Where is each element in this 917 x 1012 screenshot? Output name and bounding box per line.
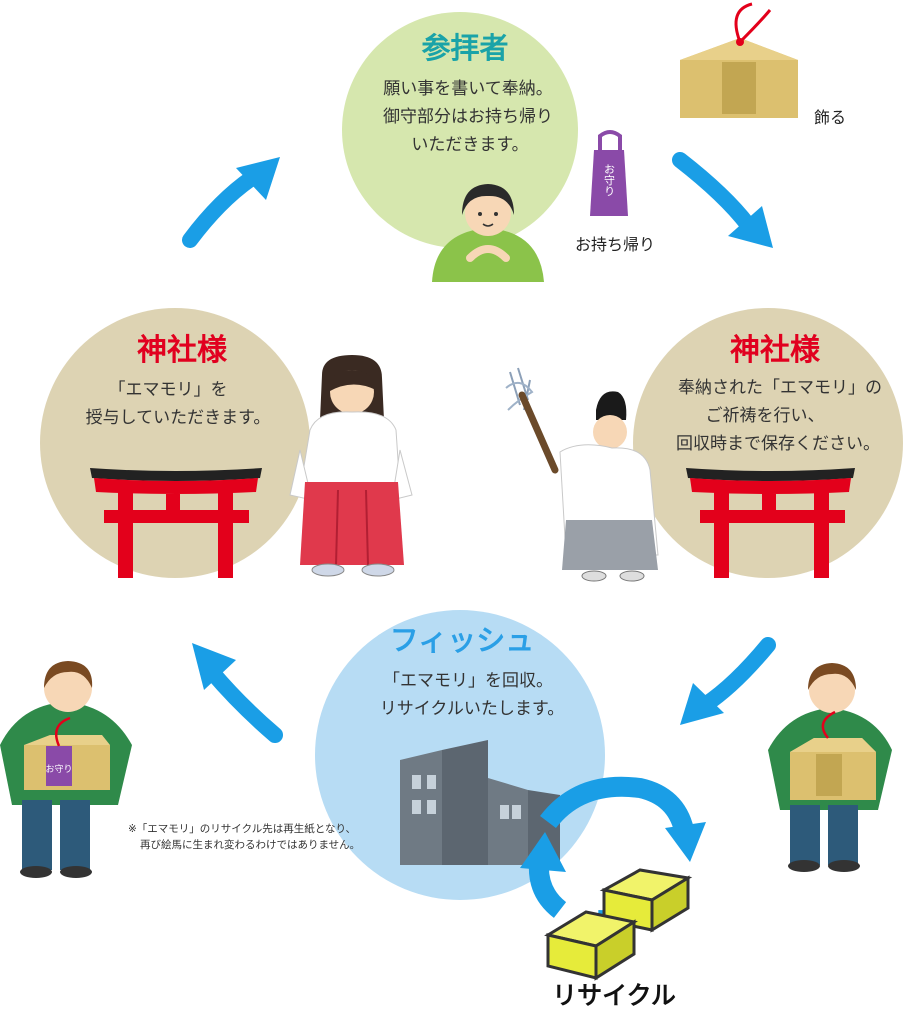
note-line-1: ※「エマモリ」のリサイクル先は再生紙となり、 xyxy=(128,822,356,835)
torii-gate-left xyxy=(90,468,262,578)
recycle-label: リサイクル xyxy=(552,981,676,1010)
right-line-1: 奉納された「エマモリ」の xyxy=(678,378,882,398)
note-line-2: 再び絵馬に生まれ変わるわけではありません。 xyxy=(140,838,360,851)
omamori-icon: お守り xyxy=(590,130,628,216)
bottom-line-1: 「エマモリ」を回収。 xyxy=(383,671,553,691)
right-title: 神社様 xyxy=(730,333,821,368)
worker-left-illustration: お守り xyxy=(0,661,132,878)
display-label: 飾る xyxy=(814,108,846,127)
worshipper-illustration xyxy=(432,184,544,282)
right-line-2: ご祈祷を行い、 xyxy=(706,406,825,426)
arrow-right-to-bottom xyxy=(680,637,776,725)
left-line-2: 授与していただきます。 xyxy=(86,408,271,428)
top-title: 参拝者 xyxy=(421,31,508,65)
top-line-2: 御守部分はお持ち帰り xyxy=(383,107,553,127)
ema-plaque-icon xyxy=(680,2,798,118)
take-home-label: お持ち帰り xyxy=(575,235,655,254)
top-circle xyxy=(342,12,578,248)
recycled-paper-blocks xyxy=(544,868,693,981)
priest-illustration xyxy=(505,367,659,582)
arrow-bottom-to-left xyxy=(192,643,283,743)
torii-gate-right xyxy=(686,468,855,578)
bottom-title: フィッシュ xyxy=(390,623,534,657)
arrow-top-to-right xyxy=(672,152,773,248)
top-line-3: いただきます。 xyxy=(411,135,528,155)
top-line-1: 願い事を書いて奉納。 xyxy=(383,79,553,99)
omamori-label: お守り xyxy=(603,163,616,196)
shrine-maiden-illustration xyxy=(289,355,413,577)
worker-right-illustration xyxy=(768,663,892,872)
left-worker-omamori-text: お守り xyxy=(45,763,72,775)
right-line-3: 回収時まで保存ください。 xyxy=(676,434,880,454)
arrow-left-to-top xyxy=(182,157,280,248)
left-line-1: 「エマモリ」を xyxy=(109,380,228,400)
bottom-line-2: リサイクルいたします。 xyxy=(380,699,564,719)
left-title: 神社様 xyxy=(137,333,228,368)
